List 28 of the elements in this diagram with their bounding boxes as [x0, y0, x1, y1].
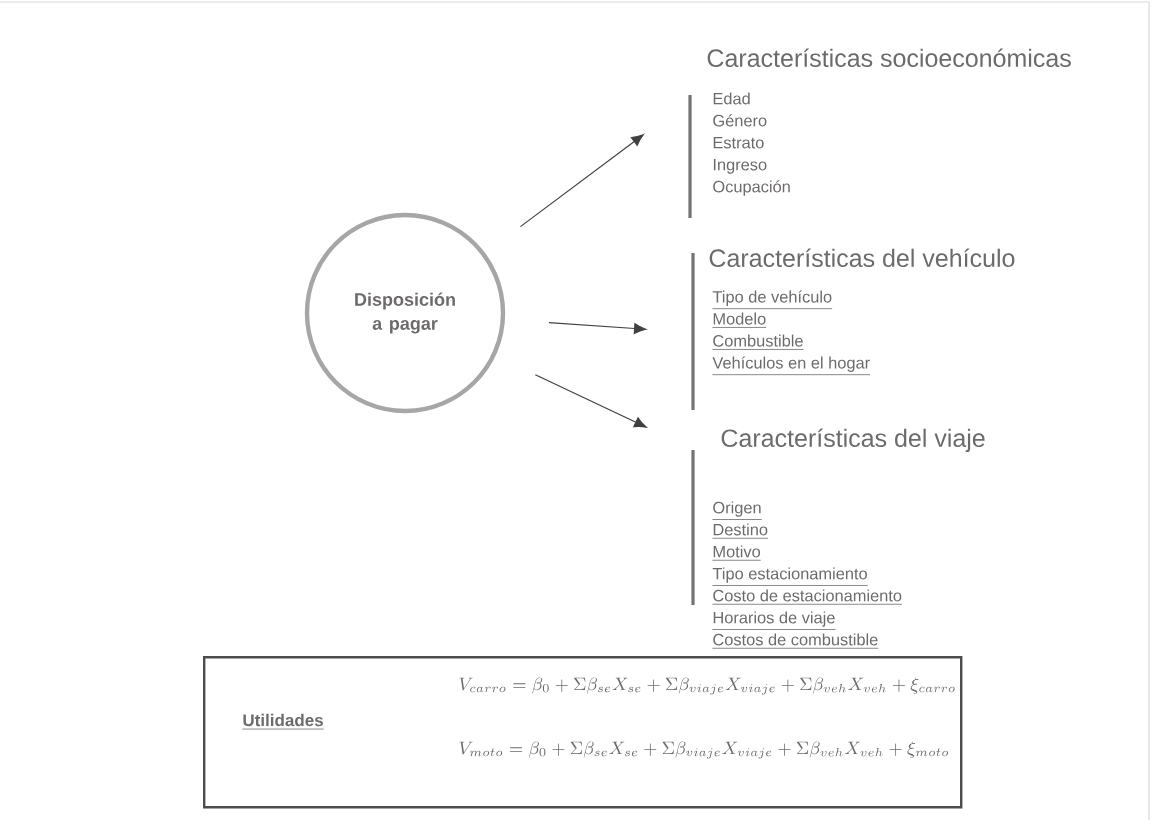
box-title: Utilidades	[242, 713, 325, 730]
node-label: Origen	[713, 501, 761, 517]
node-label: Combustible	[713, 334, 803, 347]
formula: $V_{carro} = \beta_0 + \Sigma\beta_{se}X_{se} + \Sigma\beta_{viaje}X_{viaje} + \Sigma\beta_{veh}X_{veh} + \xi_{carro}$	[459, 677, 955, 695]
node-label: Destino	[713, 523, 768, 536]
node-label: Motivo	[713, 545, 761, 558]
node-label: Vehículos en el hogar	[712, 356, 870, 372]
node-label: Modelo	[713, 312, 766, 325]
arrow	[519, 134, 644, 228]
arrow	[534, 374, 647, 428]
node-label: Género	[713, 114, 767, 127]
heading: Características del viaje	[721, 428, 985, 452]
node-label: Ocupación	[713, 180, 790, 196]
node-label: Costos de combustible	[713, 633, 878, 646]
item-list: Edad Género Estrato Ingreso Ocupación	[713, 92, 790, 196]
arrow	[548, 322, 647, 334]
node-label: Tipo de vehículo	[712, 290, 832, 306]
formula: $V_{moto} = \beta_0 + \Sigma\beta_{se}X_{se} + \Sigma\beta_{viaje}X_{viaje} + \Sigma\beta_{veh}X_{veh} + \xi_{moto}$	[459, 741, 949, 759]
node-label: Horarios de viaje	[713, 611, 835, 627]
item-list: Tipo de vehículo Modelo Combustible Vehículos en el hogar	[712, 290, 871, 376]
heading: Características del vehículo	[709, 248, 1015, 268]
heading: Características socioeconómicas	[707, 48, 1071, 68]
node-label: Estrato	[713, 137, 764, 149]
node-label: Costo de estacionamiento	[713, 589, 902, 602]
node-label: Ingreso	[713, 159, 767, 174]
item-list: Origen Destino Motivo Tipo estacionamiento Costo de estacionamiento Horarios de viaje Costos de combustible	[712, 501, 903, 649]
node-label: Edad	[713, 92, 750, 105]
node-label: Tipo estacionamiento	[712, 567, 867, 583]
